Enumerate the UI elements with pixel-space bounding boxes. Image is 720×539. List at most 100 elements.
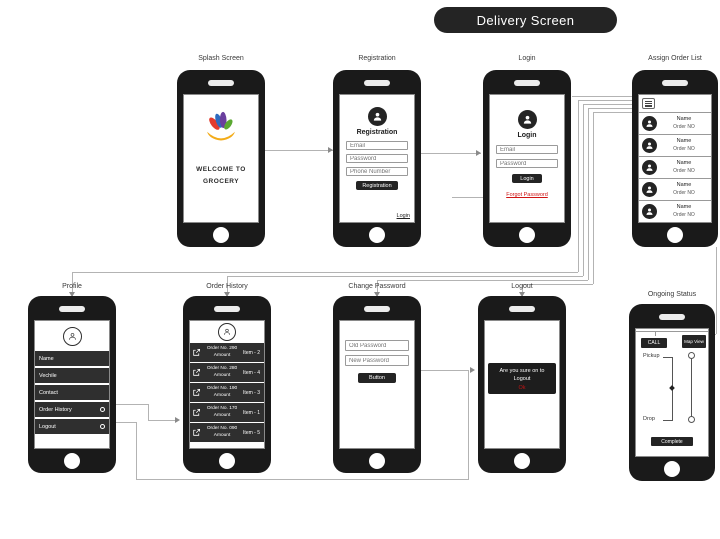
profile-menu-contact[interactable]: Contact [35, 385, 109, 400]
order-number: Order NO [673, 211, 695, 218]
connector-line [583, 104, 584, 276]
connector-line [116, 404, 149, 405]
status-slider-track[interactable] [691, 356, 692, 419]
order-amount: Amount [213, 392, 231, 398]
order-list: Name Order NO Name Order NO Name Order [639, 112, 711, 222]
profile-menu-logout[interactable]: Logout [35, 419, 109, 434]
order-number: Order NO [673, 145, 695, 152]
order-history-item[interactable]: Order No. 090 Amount Item - 5 [190, 423, 264, 442]
registration-screen: Registration Registration Login [339, 94, 415, 223]
order-history-item[interactable]: Order No. 280 Amount Item - 4 [190, 363, 264, 382]
complete-button[interactable]: Complete [651, 437, 693, 446]
order-list-item[interactable]: Name Order NO [639, 134, 711, 156]
order-amount: Amount [213, 412, 231, 418]
connector-line [377, 280, 588, 281]
connector-line [588, 108, 633, 109]
order-history-screen: Order No. 290 Amount Item - 2 Order No. … [189, 320, 265, 449]
welcome-line2: GROCERY [202, 178, 240, 186]
label-splash-screen: Splash Screen [198, 55, 244, 62]
grocery-logo-icon [207, 111, 235, 141]
menu-label: Order History [39, 406, 72, 413]
password-field[interactable] [496, 159, 558, 168]
profile-menu-name[interactable]: Name [35, 351, 109, 366]
driver-avatar-icon [642, 160, 657, 175]
phone-number-field[interactable] [346, 167, 408, 176]
connector-line [421, 153, 481, 154]
connector-line [72, 272, 578, 273]
connector-tick [655, 331, 656, 336]
order-number: Order No. 170 [206, 406, 238, 412]
driver-avatar-icon [642, 138, 657, 153]
splash-screen: WELCOME TO GROCERY [183, 94, 259, 223]
speaker-slot [208, 80, 234, 86]
customer-name: Name [676, 160, 692, 167]
connector-line [583, 104, 633, 105]
order-history-item[interactable]: Order No. 170 Amount Item - 1 [190, 403, 264, 422]
order-list-item[interactable]: Name Order NO [639, 112, 711, 134]
menu-icon[interactable] [642, 98, 655, 109]
map-view-button[interactable]: Map View [682, 335, 706, 348]
order-info: Order No. 280 Amount [201, 366, 243, 378]
order-item-count: Item - 5 [243, 429, 260, 436]
connector-line [522, 284, 523, 296]
home-button [219, 453, 235, 469]
registration-button[interactable]: Registration [356, 181, 398, 190]
connector-line [227, 276, 228, 296]
order-item-count: Item - 1 [243, 409, 260, 416]
ok-button[interactable]: Ok [518, 384, 526, 391]
profile-screen: Name Vechile Contact Order History Logou… [34, 320, 110, 449]
order-info: Order No. 290 Amount [201, 346, 243, 358]
order-amount: Amount [213, 352, 231, 358]
phone-assign-order-list: Name Order NO Name Order NO Name Order [632, 70, 718, 247]
menu-label: Vechile [39, 372, 57, 379]
profile-menu-vehicle[interactable]: Vechile [35, 368, 109, 383]
order-history-item[interactable]: Order No. 290 Amount Item - 2 [190, 343, 264, 362]
welcome-line1: WELCOME TO [196, 166, 246, 173]
password-field[interactable] [346, 154, 408, 163]
menu-label: Name [39, 355, 54, 362]
order-list-item[interactable]: Name Order NO [639, 178, 711, 200]
email-field[interactable] [346, 141, 408, 150]
home-button [667, 227, 683, 243]
customer-name: Name [676, 116, 692, 123]
order-list-item[interactable]: Name Order NO [639, 156, 711, 178]
login-link[interactable]: Login [396, 213, 410, 219]
profile-menu-order-history[interactable]: Order History [35, 402, 109, 417]
order-list-item[interactable]: Name Order NO [639, 200, 711, 222]
order-item-count: Item - 2 [243, 349, 260, 356]
connector-line [593, 112, 594, 284]
forgot-password-link[interactable]: Forgot Password [506, 192, 548, 198]
arrowhead [519, 292, 525, 297]
speaker-slot [364, 306, 390, 312]
connector-line [468, 370, 469, 480]
connector-line [593, 112, 633, 113]
logout-screen: Are you sure on to Logout Ok [484, 320, 560, 449]
phone-splash: WELCOME TO GROCERY [177, 70, 265, 247]
drop-label: Drop [643, 416, 655, 422]
assign-order-list-screen: Name Order NO Name Order NO Name Order [638, 94, 712, 223]
login-button[interactable]: Login [512, 174, 542, 183]
speaker-slot [509, 306, 535, 312]
connector-line [588, 108, 589, 280]
connector-line [148, 420, 178, 421]
home-button [664, 461, 680, 477]
label-logout: Logout [511, 283, 533, 290]
call-button[interactable]: CALL [641, 338, 667, 348]
connector-line [377, 280, 378, 296]
arrowhead [476, 150, 481, 156]
submit-button[interactable]: Button [358, 373, 396, 383]
email-field[interactable] [496, 145, 558, 154]
order-number: Order NO [673, 167, 695, 174]
new-password-field[interactable] [345, 355, 409, 366]
route-bracket [663, 420, 673, 421]
registration-heading: Registration [356, 129, 398, 136]
slider-knob-pickup[interactable] [688, 352, 695, 359]
connector-line [136, 422, 137, 480]
user-avatar-icon [517, 110, 537, 129]
order-history-item[interactable]: Order No. 190 Amount Item - 3 [190, 383, 264, 402]
arrowhead [470, 367, 475, 373]
slider-knob-drop[interactable] [688, 416, 695, 423]
label-login: Login [518, 55, 536, 62]
order-info: Order No. 090 Amount [201, 426, 243, 438]
old-password-field[interactable] [345, 340, 409, 351]
